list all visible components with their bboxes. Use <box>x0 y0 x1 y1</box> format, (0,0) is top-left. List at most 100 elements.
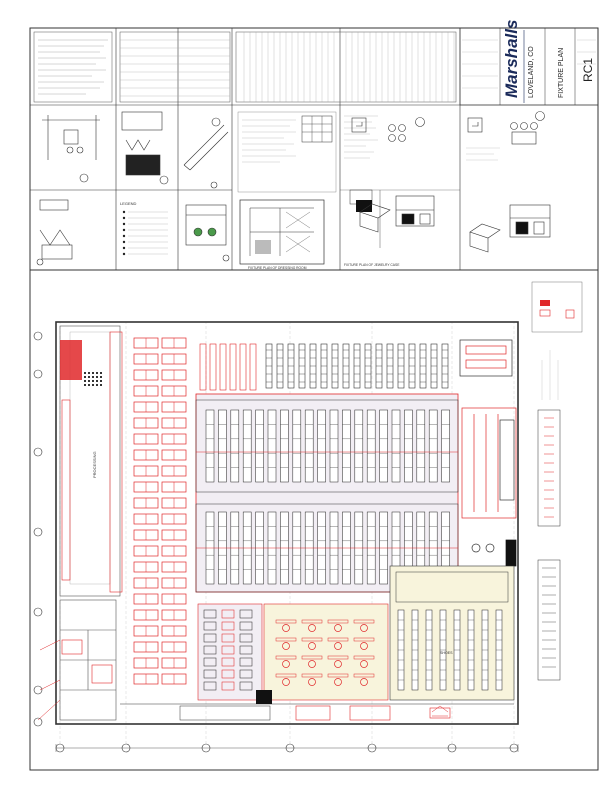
rack <box>219 343 227 391</box>
rack <box>203 621 217 631</box>
sheet-title: FIXTURE PLAN <box>558 48 565 98</box>
rack <box>203 669 217 679</box>
center-rack-zone <box>196 409 458 585</box>
rack <box>221 633 235 643</box>
rack <box>239 343 247 391</box>
bar-rack <box>301 637 323 642</box>
revision-block <box>119 31 231 103</box>
back-office-rooms <box>37 599 117 721</box>
rack <box>379 409 388 483</box>
processing-marker <box>84 384 86 386</box>
processing-marker <box>88 384 90 386</box>
grid-bubble <box>33 331 43 341</box>
front-entry <box>120 690 514 721</box>
counter-detail-2 <box>466 111 551 253</box>
processing-marker <box>84 380 86 382</box>
legend-marker <box>122 222 126 226</box>
rack <box>239 633 253 643</box>
legend-marker <box>122 246 126 250</box>
title-block: Marshalls LOVELAND, CO FIXTURE PLAN RC1 <box>459 20 599 106</box>
processing-marker <box>96 376 98 378</box>
rack <box>221 645 235 655</box>
processing-marker <box>100 384 102 386</box>
rack <box>249 343 257 391</box>
store-location: LOVELAND, CO <box>528 46 535 98</box>
round-rack <box>308 642 316 650</box>
round-rack <box>360 624 368 632</box>
rack <box>239 669 253 679</box>
processing-marker <box>100 376 102 378</box>
rack <box>229 343 237 391</box>
round-rack <box>334 660 342 668</box>
left-rack-zone <box>133 337 257 685</box>
bottom-dimension <box>55 744 519 752</box>
rack <box>441 409 450 483</box>
rack <box>239 621 253 631</box>
counter-detail-1 <box>351 117 435 233</box>
detail-strip: LEGEND <box>30 20 599 270</box>
rack <box>239 609 253 619</box>
legend-marker <box>122 234 126 238</box>
shoe-racks <box>395 571 509 691</box>
rack <box>205 409 215 483</box>
bench-detail <box>36 199 73 266</box>
grid-bubble <box>33 369 43 379</box>
rack <box>404 409 413 483</box>
round-rack <box>282 660 290 668</box>
rack <box>203 609 217 619</box>
lower-left-zone <box>197 603 263 701</box>
round-rack <box>308 678 316 686</box>
grid-bubbles-left <box>33 331 43 727</box>
processing-marker <box>100 380 102 382</box>
legend-marker <box>122 216 126 220</box>
round-rack <box>360 678 368 686</box>
rack <box>221 681 235 691</box>
rack <box>230 409 240 483</box>
legend-title: LEGEND <box>120 201 137 206</box>
processing-label: PROCESSING <box>92 451 97 478</box>
rack <box>203 645 217 655</box>
rack <box>203 633 217 643</box>
building-outline <box>55 321 519 725</box>
round-rack <box>360 660 368 668</box>
sheet-number: RC1 <box>581 58 595 82</box>
processing-marker <box>96 384 98 386</box>
bar-rack <box>353 637 375 642</box>
legend-block: LEGEND <box>120 201 168 256</box>
rack <box>239 645 253 655</box>
rack <box>391 409 401 483</box>
rack <box>221 621 235 631</box>
grid-bubble <box>33 717 43 727</box>
grid-bubble <box>33 447 43 457</box>
rack <box>304 409 314 483</box>
legend-marker <box>122 240 126 244</box>
outer-border <box>29 27 599 771</box>
top-gondola-zone <box>265 343 449 389</box>
ramp-detail <box>183 117 229 189</box>
processing-marker <box>88 376 90 378</box>
round-rack <box>282 678 290 686</box>
round-rack <box>334 624 342 632</box>
shoe-label: SHOES <box>440 651 453 655</box>
bar-rack <box>301 619 323 624</box>
rack <box>218 409 227 483</box>
bar-rack <box>327 673 349 678</box>
dressing-room-caption: FIXTURE PLAN OF DRESSING ROOM <box>248 266 307 270</box>
bar-rack <box>301 673 323 678</box>
jewelry-case-detail: FIXTURE PLAN OF JEWELRY CASE <box>344 115 400 267</box>
round-rack <box>308 624 316 632</box>
rack <box>428 409 438 483</box>
bar-rack <box>353 619 375 624</box>
rack <box>329 409 339 483</box>
round-rack <box>308 660 316 668</box>
legend-marker <box>122 210 126 214</box>
processing-marker <box>96 372 98 374</box>
rack <box>199 343 207 391</box>
lower-left-racks <box>203 609 253 691</box>
rack <box>267 409 277 483</box>
processing-marker <box>92 380 94 382</box>
rack <box>292 409 302 483</box>
rack <box>221 609 235 619</box>
